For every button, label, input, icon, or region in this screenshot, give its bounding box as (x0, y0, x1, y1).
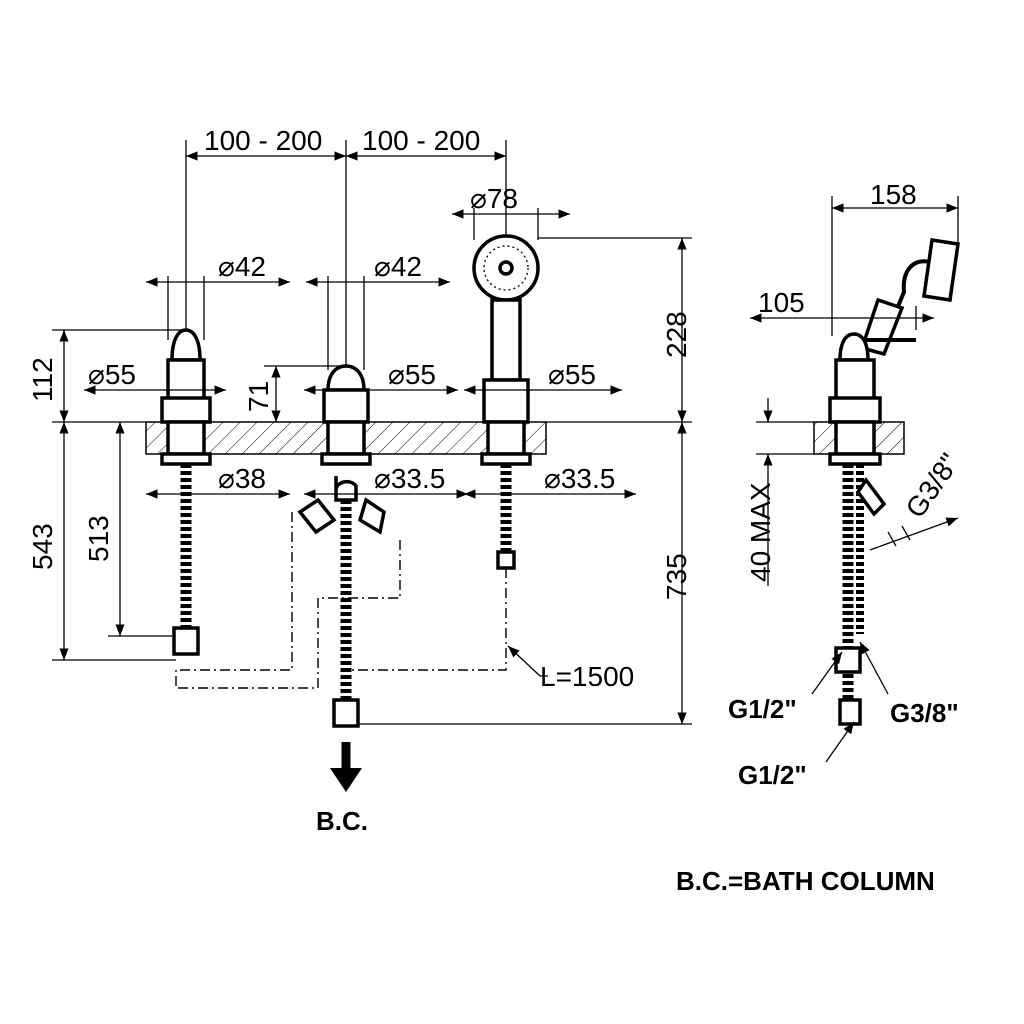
svg-text:⌀55: ⌀55 (88, 359, 136, 390)
handshower (472, 234, 540, 570)
g12-upper-label: G1/2" (728, 694, 797, 724)
spacing-left-label: 100 - 200 (204, 125, 322, 156)
g38-top-label: G3/8" (900, 448, 966, 524)
diverter-right (357, 497, 386, 535)
svg-text:⌀42: ⌀42 (218, 251, 266, 282)
diameter-symbol: ⌀ (548, 359, 565, 390)
dim-112-label: 112 (27, 357, 58, 402)
dim-543: 543 (27, 422, 176, 661)
dim-diameter-55-center: ⌀55 (304, 359, 458, 395)
callout-g12-upper: G1/2" (728, 651, 843, 724)
diameter-33-5-right-label: 33.5 (561, 463, 616, 494)
dim-735: 735 (358, 422, 692, 725)
svg-text:⌀38: ⌀38 (218, 463, 266, 494)
svg-text:⌀33.5: ⌀33.5 (544, 463, 615, 494)
dim-543-label: 543 (27, 523, 58, 570)
dim-105: 105 (750, 287, 934, 330)
dim-diameter-42-center: ⌀42 (306, 251, 450, 370)
dim-513: 513 (83, 422, 172, 637)
diameter-symbol: ⌀ (218, 463, 235, 494)
svg-text:⌀33.5: ⌀33.5 (374, 463, 445, 494)
diameter-42-left-label: 42 (235, 251, 266, 282)
hose-length-label: L=1500 (540, 661, 634, 692)
diameter-55-center-label: 55 (405, 359, 436, 390)
side-handshower (859, 238, 960, 357)
dim-105-label: 105 (758, 287, 805, 318)
dim-735-label: 735 (661, 553, 692, 600)
diameter-symbol: ⌀ (374, 251, 391, 282)
dim-71: 71 (243, 365, 346, 422)
left-valve (160, 328, 212, 656)
g12-lower-label: G1/2" (738, 760, 807, 790)
dim-diameter-55-left: ⌀55 (84, 359, 226, 395)
dim-diameter-55-right: ⌀55 (464, 359, 622, 395)
spacing-right-label: 100 - 200 (362, 125, 480, 156)
svg-text:⌀42: ⌀42 (374, 251, 422, 282)
diameter-symbol: ⌀ (88, 359, 105, 390)
spacing-dimensions: 100 - 200 100 - 200 (185, 125, 507, 366)
side-view: 158 105 40 MAX G3/8" G1/2" (728, 179, 965, 790)
side-valve (828, 332, 887, 726)
callout-g38-lower: G3/8" (859, 641, 959, 728)
svg-text:⌀55: ⌀55 (388, 359, 436, 390)
diameter-38-label: 38 (235, 463, 266, 494)
dim-diameter-38: ⌀38 (146, 463, 290, 499)
diameter-symbol: ⌀ (374, 463, 391, 494)
dim-228-label: 228 (661, 311, 692, 358)
diameter-55-left-label: 55 (105, 359, 136, 390)
dim-71-label: 71 (243, 381, 274, 412)
diameter-symbol: ⌀ (544, 463, 561, 494)
dim-diameter-42-left: ⌀42 (146, 251, 290, 340)
front-view: B.C. 100 - 200 100 - 200 ⌀78 ⌀42 (27, 125, 692, 836)
center-valve (297, 364, 386, 728)
svg-text:⌀55: ⌀55 (548, 359, 596, 390)
outlet-arrow (330, 742, 362, 792)
hose-length-callout: L=1500 (507, 645, 634, 692)
outlet-label: B.C. (316, 806, 368, 836)
dim-513-label: 513 (83, 515, 114, 562)
dim-diameter-33-5-center: ⌀33.5 (304, 463, 468, 499)
g38-lower-label: G3/8" (890, 698, 959, 728)
dim-158-label: 158 (870, 179, 917, 210)
callout-g12-lower: G1/2" (738, 721, 855, 790)
dim-40-max: 40 MAX (745, 398, 814, 586)
diameter-symbol: ⌀ (388, 359, 405, 390)
svg-text:⌀78: ⌀78 (470, 183, 518, 214)
diameter-55-right-label: 55 (565, 359, 596, 390)
dim-diameter-78: ⌀78 (452, 183, 570, 240)
legend-text: B.C.=BATH COLUMN (676, 866, 935, 896)
hose-route-1 (175, 512, 293, 688)
dim-228: 228 (538, 237, 692, 423)
diameter-78-label: 78 (487, 183, 518, 214)
dim-diameter-33-5-right: ⌀33.5 (464, 463, 636, 499)
diameter-33-5-center-label: 33.5 (391, 463, 446, 494)
diameter-symbol: ⌀ (218, 251, 235, 282)
hose-route-3 (346, 568, 507, 671)
dim-112: 112 (27, 329, 186, 423)
hose-route-2 (176, 540, 401, 689)
diameter-symbol: ⌀ (470, 183, 487, 214)
diameter-42-center-label: 42 (391, 251, 422, 282)
diverter-left (297, 497, 337, 535)
callout-g38-top: G3/8" (869, 448, 966, 551)
dim-158: 158 (831, 179, 959, 336)
dim-40-max-label: 40 MAX (745, 482, 776, 582)
